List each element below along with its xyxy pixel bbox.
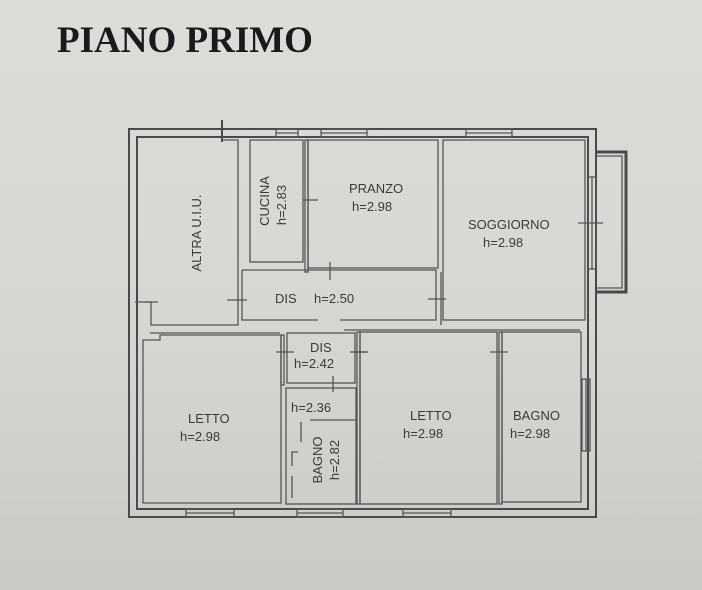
room-bagno-1 — [285, 387, 357, 505]
room-altra-uiu — [135, 120, 247, 326]
room-pranzo — [304, 139, 439, 273]
label-bagno-2-height: h=2.98 — [510, 426, 550, 441]
plan-title: PIANO PRIMO — [57, 20, 313, 61]
label-letto-2: LETTO — [410, 408, 452, 423]
label-letto-1-height: h=2.98 — [180, 429, 220, 444]
room-letto-1 — [142, 334, 285, 504]
label-bagno-2: BAGNO — [513, 408, 560, 423]
label-soggiorno: SOGGIORNO — [468, 217, 550, 232]
label-bagno-1: BAGNO — [310, 437, 325, 484]
room-letto-2 — [353, 331, 498, 505]
label-dis-corridor: DIS — [275, 291, 297, 306]
balcony — [596, 150, 628, 294]
label-pranzo-height: h=2.98 — [352, 199, 392, 214]
label-letto-2-height: h=2.98 — [403, 426, 443, 441]
label-letto-1: LETTO — [188, 411, 230, 426]
label-dis-small: DIS — [310, 340, 332, 355]
bottom-windows — [185, 508, 452, 518]
label-pranzo: PRANZO — [349, 181, 403, 196]
label-cucina: CUCINA — [257, 176, 272, 226]
label-dis-corridor-height: h=2.50 — [314, 291, 354, 306]
room-soggiorno — [442, 139, 603, 321]
room-bagno-2 — [490, 331, 582, 505]
label-cucina-height: h=2.83 — [274, 185, 289, 225]
label-bagno-1-height: h=2.82 — [327, 440, 342, 480]
top-windows — [275, 128, 513, 138]
label-bagno-1-extra-height: h=2.36 — [291, 400, 331, 415]
room-dis-corridor — [150, 262, 580, 334]
label-soggiorno-height: h=2.98 — [483, 235, 523, 250]
label-altra-uiu: ALTRA U.I.U. — [189, 194, 204, 271]
label-dis-small-height: h=2.42 — [294, 356, 334, 371]
